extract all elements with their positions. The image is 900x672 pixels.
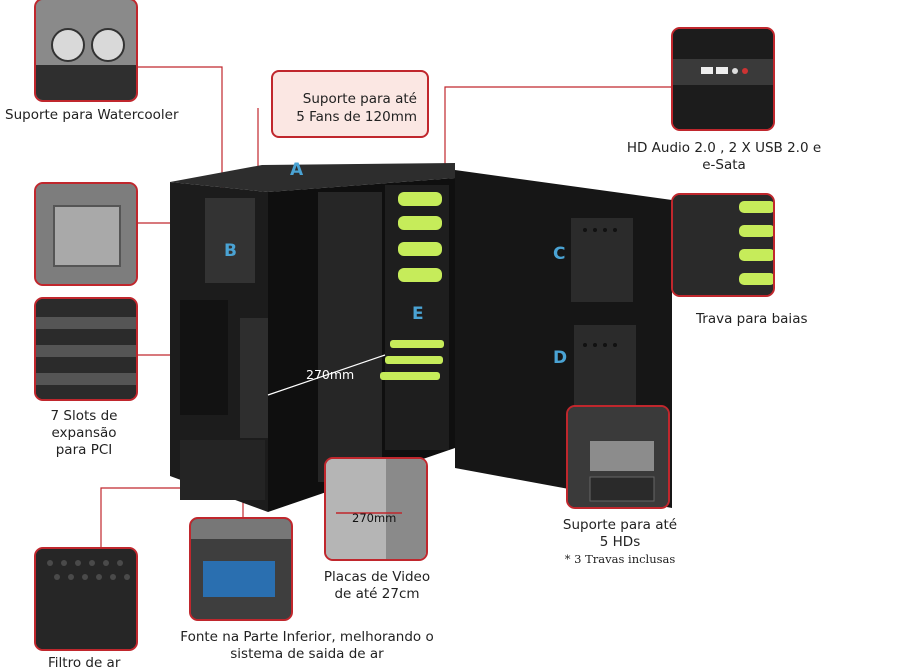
video-card-thumb: 270mm xyxy=(324,457,428,561)
psu-line-2: sistema de saida de ar xyxy=(230,646,384,662)
slots-label: 7 Slots de expansão para PCI xyxy=(44,408,124,459)
hd-support-line-1: Suporte para até xyxy=(562,517,678,533)
hd-support-line-2: 5 HDs xyxy=(599,534,641,550)
fans-line-2: 5 Fans de 120mm xyxy=(296,109,417,125)
slots-line-2: expansão xyxy=(51,425,117,441)
watercooler-label: Suporte para Watercooler xyxy=(5,107,179,123)
watercooler-thumb xyxy=(34,0,138,102)
front-io-label: HD Audio 2.0 , 2 X USB 2.0 e e-Sata xyxy=(612,140,836,174)
marker-a: A xyxy=(290,160,304,180)
gpu-length-thumb: 270mm xyxy=(352,511,397,525)
bay-lock-label: Trava para baias xyxy=(696,311,808,327)
slots-line-1: 7 Slots de xyxy=(50,408,118,424)
gpu-length-inner: 270mm xyxy=(306,367,355,382)
psu-line-1: Fonte na Parte Inferior, melhorando o xyxy=(180,629,434,645)
slots-line-3: para PCI xyxy=(55,442,113,458)
marker-d: D xyxy=(553,348,568,368)
video-label: Placas de Video de até 27cm xyxy=(314,569,440,603)
side-panel-thumb xyxy=(34,182,138,286)
air-filter-thumb xyxy=(34,547,138,651)
fans-line-1: Suporte para até xyxy=(302,91,417,107)
fans-callout: Suporte para até 5 Fans de 120mm xyxy=(271,70,429,138)
marker-b: B xyxy=(224,241,237,261)
pci-slots-thumb xyxy=(34,297,138,401)
front-io-thumb xyxy=(671,27,775,131)
marker-c: C xyxy=(553,244,566,264)
marker-e: E xyxy=(412,304,424,324)
video-line-2: de até 27cm xyxy=(334,586,420,602)
hd-support-note: * 3 Travas inclusas xyxy=(564,552,676,566)
psu-label: Fonte na Parte Inferior, melhorando o si… xyxy=(162,629,452,663)
video-line-1: Placas de Video xyxy=(323,569,431,585)
psu-thumb xyxy=(189,517,293,621)
hd-support-thumb xyxy=(566,405,670,509)
front-io-line-2: e-Sata xyxy=(702,157,746,173)
bay-lock-thumb xyxy=(671,193,775,297)
hd-support-label: Suporte para até 5 HDs * 3 Travas inclus… xyxy=(553,517,687,568)
air-filter-label: Filtro de ar xyxy=(48,655,121,671)
front-io-line-1: HD Audio 2.0 , 2 X USB 2.0 e xyxy=(626,140,822,156)
